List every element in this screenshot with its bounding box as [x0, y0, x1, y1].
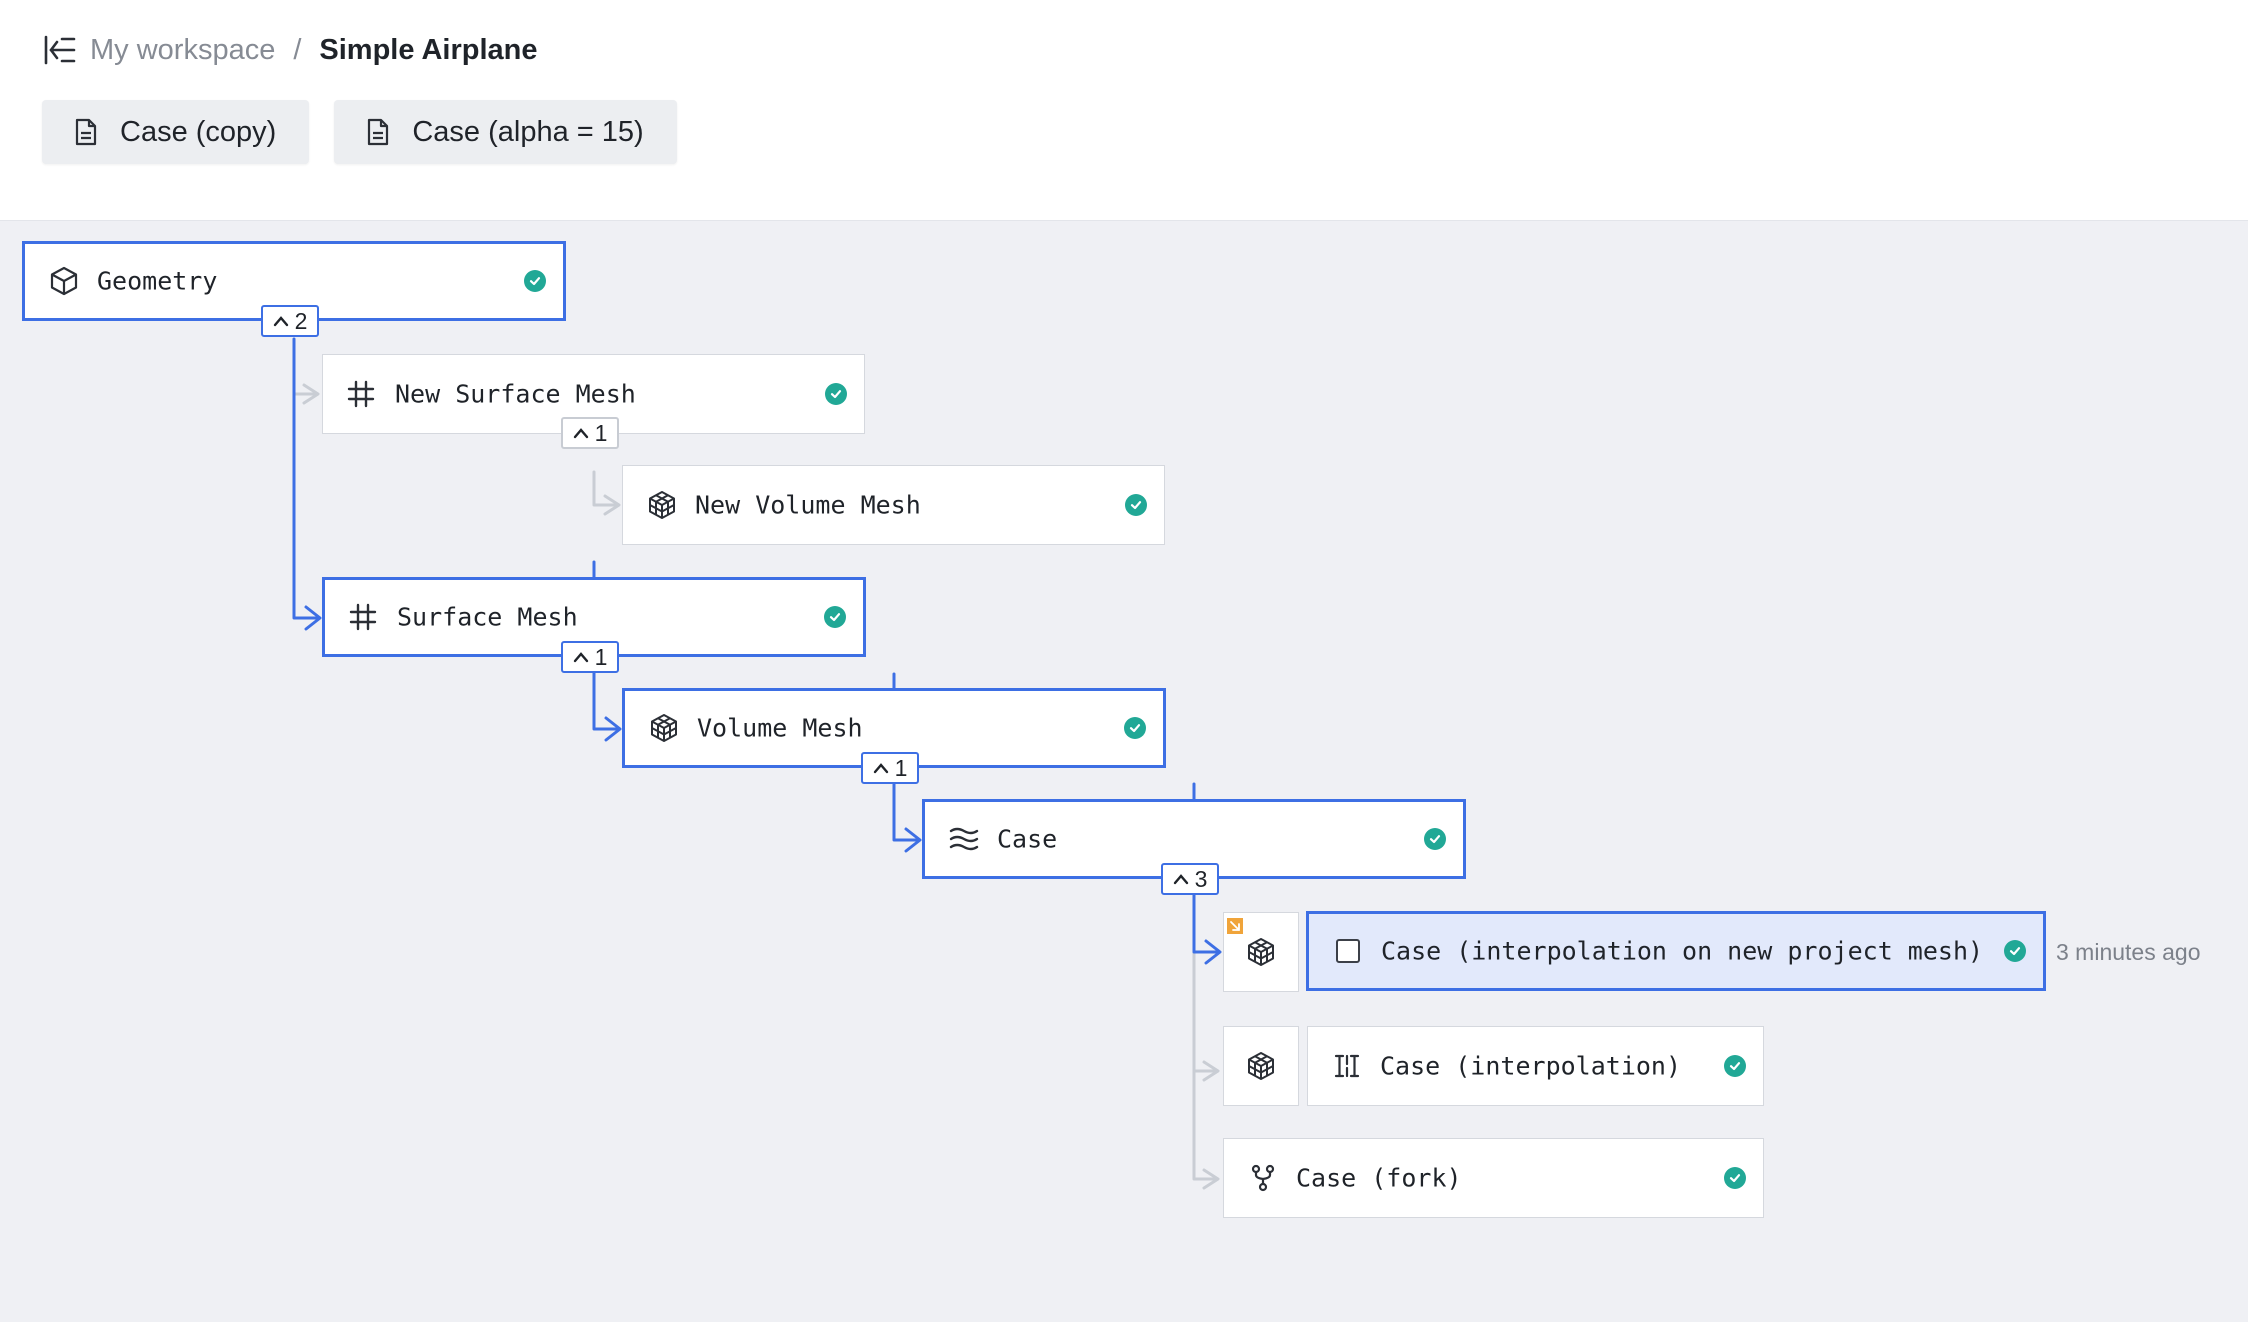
fork-icon — [1251, 1164, 1275, 1192]
node-label: Case — [997, 825, 1057, 854]
node-label: New Surface Mesh — [395, 380, 636, 409]
mesh-cube-icon — [1246, 1051, 1276, 1081]
children-toggle-badge[interactable]: 3 — [1161, 863, 1219, 895]
children-toggle-badge[interactable]: 2 — [261, 305, 319, 337]
success-check-icon — [824, 606, 846, 628]
node-label: New Volume Mesh — [695, 491, 921, 520]
grid-icon — [347, 380, 375, 408]
interpolate-icon — [1333, 1052, 1361, 1080]
select-checkbox[interactable] — [1336, 939, 1360, 963]
badge-count: 2 — [295, 308, 308, 335]
node-label: Surface Mesh — [397, 603, 578, 632]
mesh-cube-icon — [649, 713, 679, 743]
node-timestamp: 3 minutes ago — [2056, 939, 2200, 966]
cube-icon — [49, 266, 79, 296]
children-toggle-badge[interactable]: 1 — [561, 641, 619, 673]
node-label: Geometry — [97, 267, 217, 296]
breadcrumb: My workspace / Simple Airplane — [40, 28, 538, 72]
success-check-icon — [1724, 1055, 1746, 1077]
workflow-canvas[interactable]: Geometry 2 New Surface Mesh 1 New Volume… — [0, 221, 2248, 1322]
success-check-icon — [825, 383, 847, 405]
chevron-up-icon — [573, 427, 589, 439]
tab-case-alpha-15[interactable]: Case (alpha = 15) — [334, 100, 676, 164]
chevron-up-icon — [273, 315, 289, 327]
mesh-cube-icon — [1246, 937, 1276, 967]
node-case-interpolation[interactable]: Case (interpolation) — [1307, 1026, 1764, 1106]
header: My workspace / Simple Airplane Case (cop… — [0, 0, 2248, 221]
badge-count: 1 — [595, 420, 608, 447]
mesh-cube-icon — [647, 490, 677, 520]
tab-label: Case (copy) — [120, 116, 276, 149]
chevron-up-icon — [873, 762, 889, 774]
breadcrumb-workspace[interactable]: My workspace — [90, 34, 275, 67]
document-icon — [366, 118, 390, 146]
breadcrumb-separator: / — [293, 34, 301, 67]
node-label: Volume Mesh — [697, 714, 863, 743]
mesh-source-box[interactable] — [1223, 1026, 1299, 1106]
children-toggle-badge[interactable]: 1 — [561, 417, 619, 449]
node-label: Case (interpolation on new project mesh) — [1381, 937, 1983, 966]
chevron-up-icon — [573, 651, 589, 663]
tab-label: Case (alpha = 15) — [412, 116, 643, 149]
grid-icon — [349, 603, 377, 631]
document-icon — [74, 118, 98, 146]
breadcrumb-project: Simple Airplane — [319, 34, 537, 67]
children-toggle-badge[interactable]: 1 — [861, 752, 919, 784]
badge-count: 1 — [595, 644, 608, 671]
node-case-fork[interactable]: Case (fork) — [1223, 1138, 1764, 1218]
node-label: Case (fork) — [1296, 1164, 1462, 1193]
badge-count: 3 — [1195, 866, 1208, 893]
success-check-icon — [1424, 828, 1446, 850]
success-check-icon — [1125, 494, 1147, 516]
chevron-up-icon — [1173, 873, 1189, 885]
success-check-icon — [1124, 717, 1146, 739]
wave-icon — [949, 826, 979, 852]
open-tabs: Case (copy) Case (alpha = 15) — [42, 100, 677, 164]
node-case-interpolation-new-mesh[interactable]: Case (interpolation on new project mesh) — [1306, 911, 2046, 991]
collapse-sidebar-icon[interactable] — [40, 30, 80, 70]
tab-case-copy[interactable]: Case (copy) — [42, 100, 309, 164]
success-check-icon — [2004, 940, 2026, 962]
success-check-icon — [524, 270, 546, 292]
node-label: Case (interpolation) — [1380, 1052, 1681, 1081]
badge-count: 1 — [895, 755, 908, 782]
node-new-volume-mesh[interactable]: New Volume Mesh — [622, 465, 1165, 545]
success-check-icon — [1724, 1167, 1746, 1189]
link-arrow-icon — [1227, 918, 1243, 934]
